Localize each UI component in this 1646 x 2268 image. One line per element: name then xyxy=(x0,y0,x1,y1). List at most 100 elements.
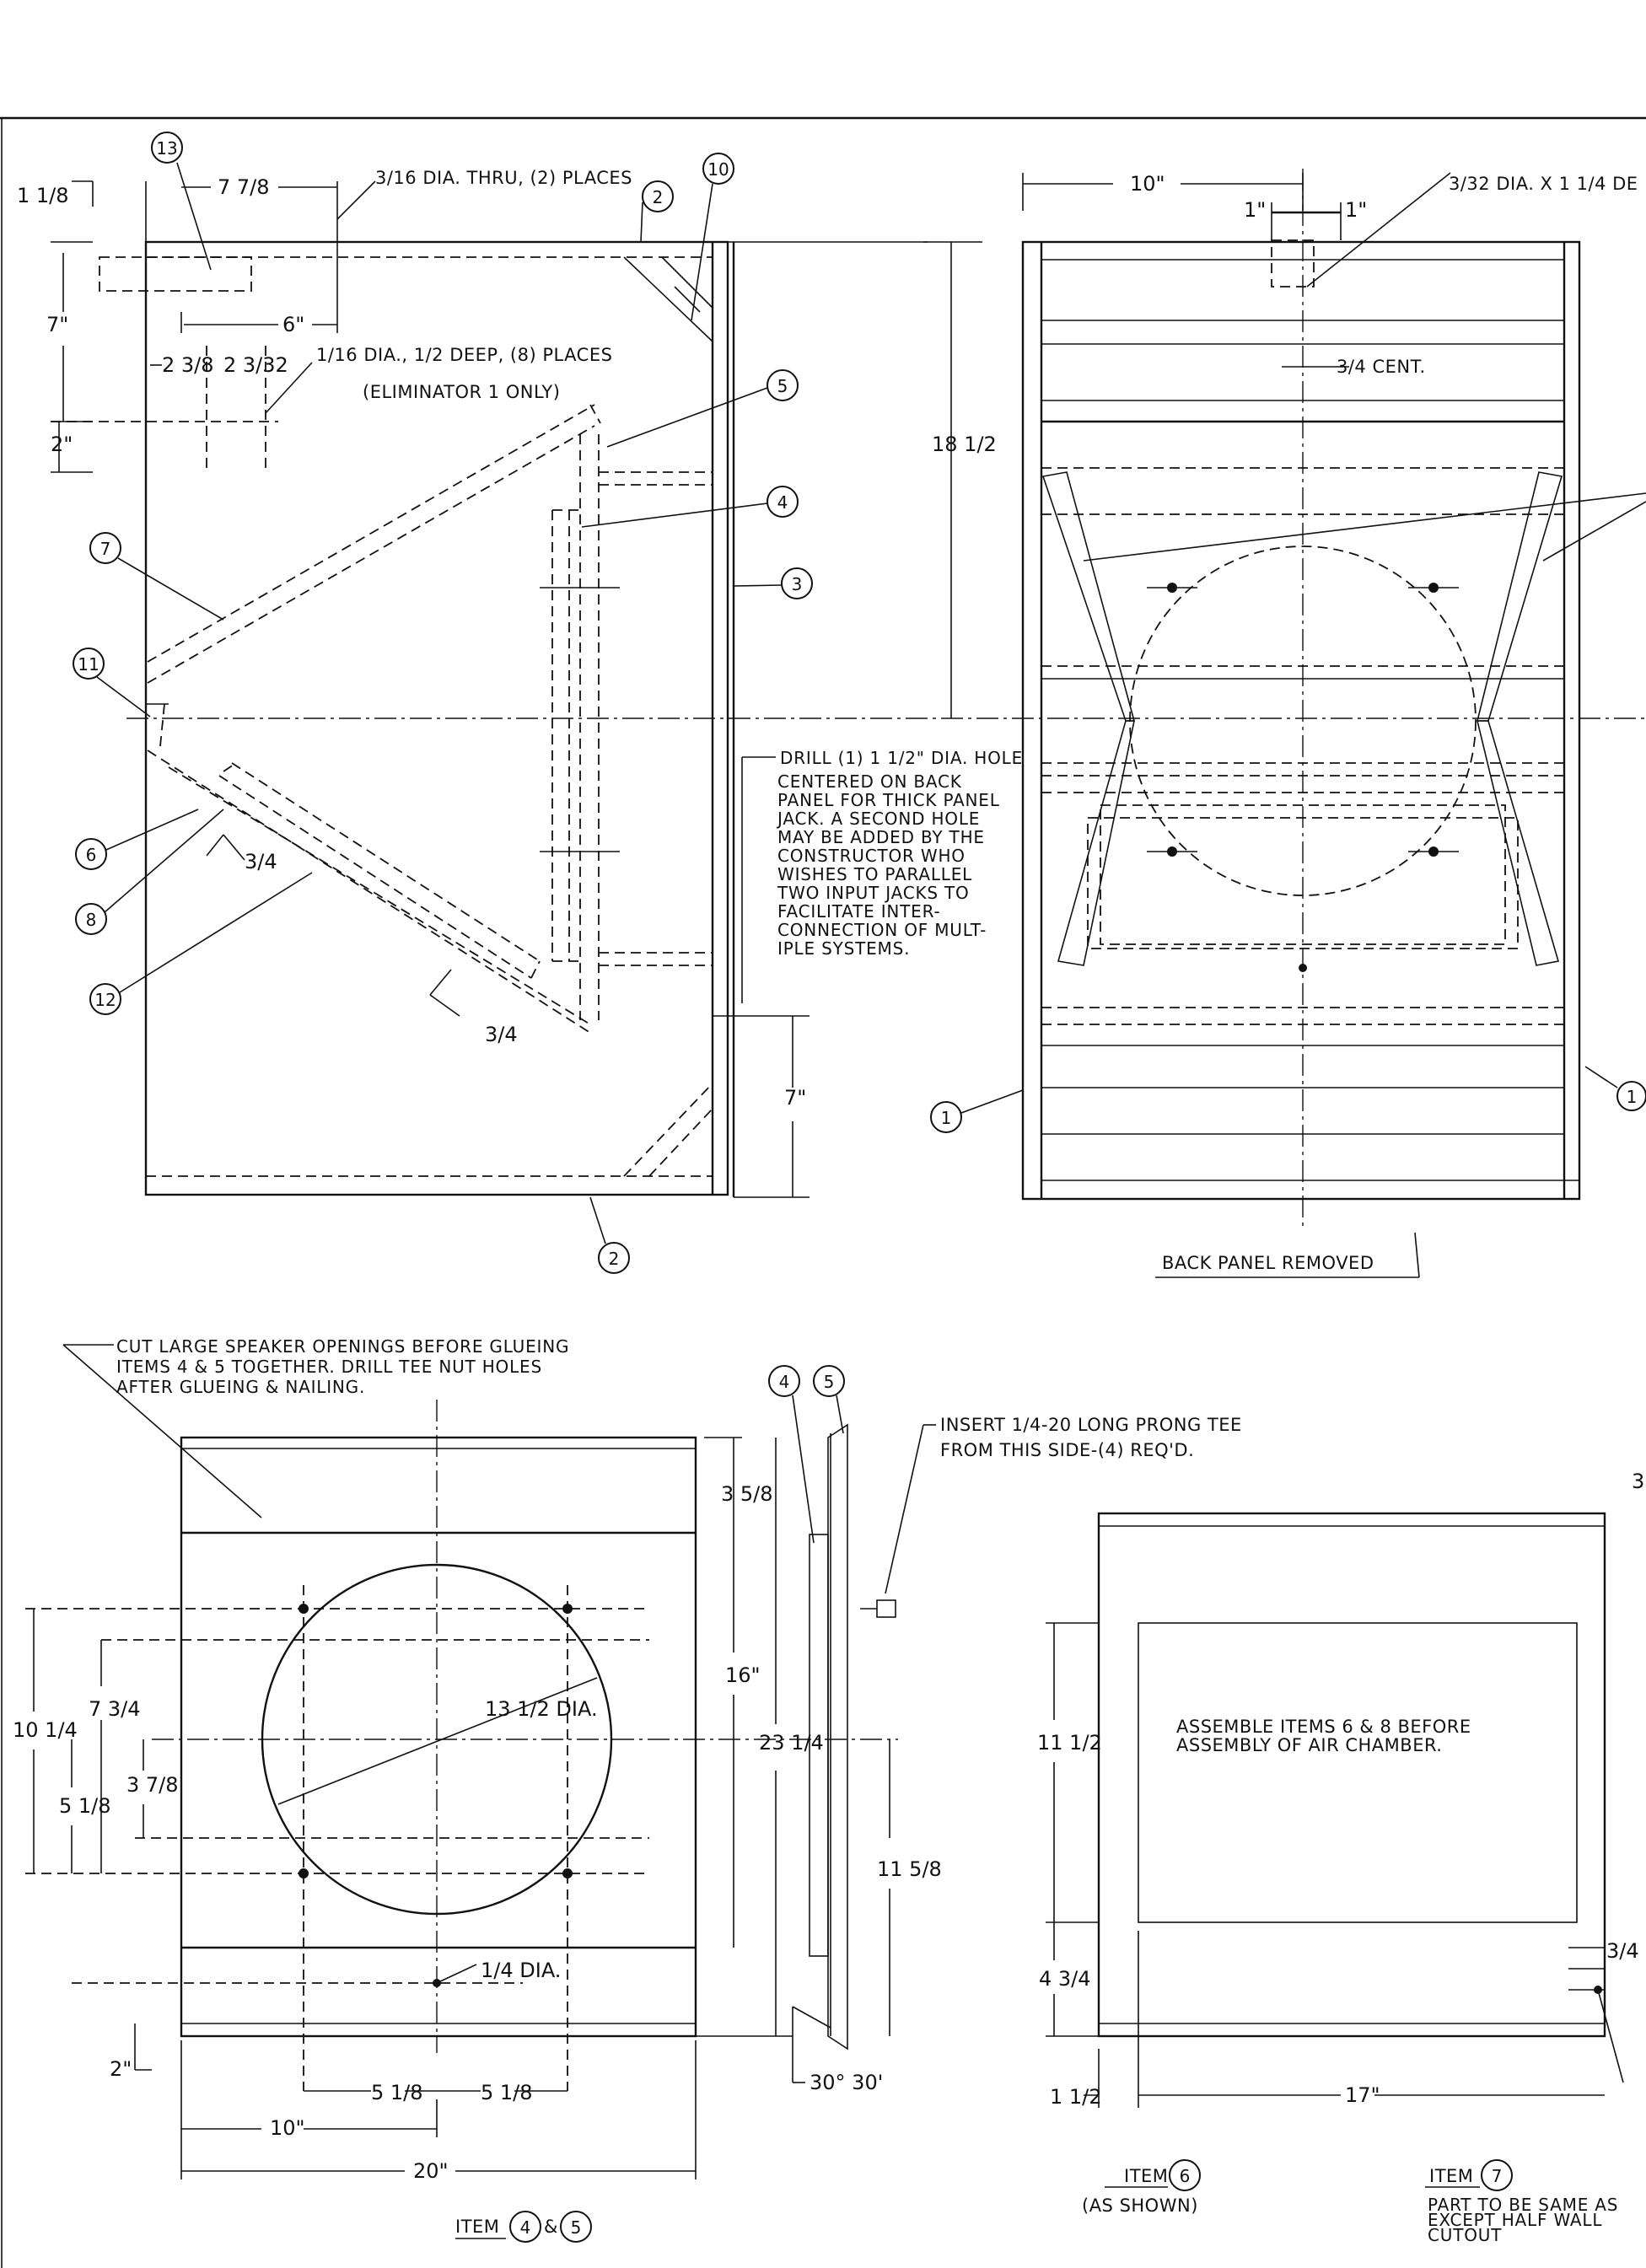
dim-6-in: 6" xyxy=(282,313,304,336)
side-section-view: 1 1/8 7 7/8 3/16 DIA. THRU, (2) PLACES 7… xyxy=(17,132,1646,1274)
svg-text:ITEM: ITEM xyxy=(1124,2166,1168,2186)
dim-5-1-8-bottom-left: 5 1/8 xyxy=(371,2081,423,2104)
svg-text:TWO INPUT JACKS TO: TWO INPUT JACKS TO xyxy=(777,883,970,903)
dim-5-1-8-bottom-right: 5 1/8 xyxy=(481,2081,533,2104)
callout-4-profile: 4 xyxy=(768,1365,800,1397)
caption-items-4-5: ITEM 4 & 5 xyxy=(455,2211,592,2243)
dim-20-in: 20" xyxy=(413,2159,449,2183)
items-4-5-note: CUT LARGE SPEAKER OPENINGS BEFORE GLUEIN… xyxy=(116,1336,569,1397)
callout-8: 8 xyxy=(75,903,107,935)
svg-text:FROM THIS SIDE-(4) REQ'D.: FROM THIS SIDE-(4) REQ'D. xyxy=(940,1440,1194,1460)
note-eliminator: (ELIMINATOR 1 ONLY) xyxy=(363,382,560,402)
svg-text:CONNECTION OF MULT-: CONNECTION OF MULT- xyxy=(777,920,987,940)
svg-text:CUTOUT: CUTOUT xyxy=(1428,2225,1502,2245)
svg-text:13: 13 xyxy=(156,138,177,159)
svg-text:7: 7 xyxy=(1492,2166,1503,2186)
note-3-16-dia: 3/16 DIA. THRU, (2) PLACES xyxy=(375,168,632,188)
svg-text:ITEM: ITEM xyxy=(1429,2166,1473,2186)
svg-text:WISHES TO PARALLEL: WISHES TO PARALLEL xyxy=(777,864,972,884)
dim-3-4-b: 3/4 xyxy=(485,1023,518,1046)
callout-2-bottom: 2 xyxy=(598,1242,630,1274)
svg-text:11: 11 xyxy=(78,654,99,674)
svg-text:8: 8 xyxy=(86,910,97,930)
dim-7-3-4: 7 3/4 xyxy=(89,1697,141,1721)
note-3-32-dia: 3/32 DIA. X 1 1/4 DE xyxy=(1449,174,1638,194)
dim-4-3-4: 4 3/4 xyxy=(1039,1967,1091,1991)
svg-text:7: 7 xyxy=(100,539,111,559)
svg-text:FACILITATE INTER-: FACILITATE INTER- xyxy=(777,901,941,922)
callout-7: 7 xyxy=(89,532,121,564)
svg-text:INSERT 1/4-20 LONG PRONG TEE: INSERT 1/4-20 LONG PRONG TEE xyxy=(940,1415,1242,1435)
svg-text:CUT LARGE SPEAKER OPENINGS BEF: CUT LARGE SPEAKER OPENINGS BEFORE GLUEIN… xyxy=(116,1336,569,1357)
dim-10-in: 10" xyxy=(1130,172,1165,196)
dim-7-in-bottom: 7" xyxy=(784,1086,806,1110)
svg-text:3: 3 xyxy=(792,574,803,594)
back-view: 10" 1" 1" 3/32 DIA. X 1 1/4 DE 3/4 CENT.… xyxy=(930,169,1646,1278)
dim-3-4-item7: 3/4 xyxy=(1606,1939,1639,1963)
dim-1-1-2: 1 1/2 xyxy=(1050,2085,1102,2109)
svg-text:5: 5 xyxy=(571,2217,582,2238)
svg-text:4: 4 xyxy=(520,2217,531,2238)
callout-4: 4 xyxy=(767,486,799,518)
callout-10: 10 xyxy=(702,153,734,185)
svg-text:CENTERED ON BACK: CENTERED ON BACK xyxy=(777,771,962,792)
dim-3: 3 xyxy=(1632,1470,1644,1493)
svg-text:JACK. A SECOND HOLE: JACK. A SECOND HOLE xyxy=(776,809,980,829)
svg-text:5: 5 xyxy=(777,376,788,396)
dim-13-1-2-dia: 13 1/2 DIA. xyxy=(485,1697,598,1721)
dim-16-in: 16" xyxy=(725,1663,761,1687)
dim-18-1-2: 18 1/2 xyxy=(932,433,997,456)
dim-17-in: 17" xyxy=(1345,2083,1380,2107)
dim-10-1-4: 10 1/4 xyxy=(13,1718,78,1742)
items-6-7-view: ASSEMBLE ITEMS 6 & 8 BEFORE ASSEMBLY OF … xyxy=(1037,1470,1644,2245)
dim-1-in-left: 1" xyxy=(1244,198,1266,222)
caption-item-6: ITEM 6 (AS SHOWN) xyxy=(1082,2159,1201,2216)
tee-nut-note: INSERT 1/4-20 LONG PRONG TEE FROM THIS S… xyxy=(940,1415,1242,1460)
callout-1-left: 1 xyxy=(930,1101,962,1133)
dim-11-1-2: 11 1/2 xyxy=(1037,1731,1102,1755)
svg-text:1: 1 xyxy=(1627,1087,1638,1107)
drill-note: DRILL (1) 1 1/2" DIA. HOLE CENTERED ON B… xyxy=(776,748,1023,959)
callout-5: 5 xyxy=(767,369,799,401)
dim-1-4-dia: 1/4 DIA. xyxy=(481,1959,561,1982)
dim-2-3-32: 2 3/32 xyxy=(223,353,288,377)
svg-text:DRILL (1) 1 1/2" DIA. HOLE: DRILL (1) 1 1/2" DIA. HOLE xyxy=(780,748,1023,768)
dim-7-7-8: 7 7/8 xyxy=(218,175,270,199)
dim-7-in: 7" xyxy=(46,313,68,336)
svg-text:PANEL FOR THICK PANEL: PANEL FOR THICK PANEL xyxy=(777,790,1000,810)
dim-3-4-a: 3/4 xyxy=(245,850,277,873)
svg-text:4: 4 xyxy=(777,492,788,513)
dim-3-7-8: 3 7/8 xyxy=(126,1773,179,1797)
svg-text:6: 6 xyxy=(1180,2166,1191,2186)
callout-2-top: 2 xyxy=(642,180,674,212)
dim-3-5-8: 3 5/8 xyxy=(721,1482,773,1506)
svg-text:ASSEMBLY OF AIR CHAMBER.: ASSEMBLY OF AIR CHAMBER. xyxy=(1176,1735,1442,1755)
svg-text:2: 2 xyxy=(609,1249,620,1269)
svg-text:EXCEPT HALF WALL: EXCEPT HALF WALL xyxy=(1428,2210,1602,2230)
svg-text:12: 12 xyxy=(94,990,116,1010)
dim-10-in-b: 10" xyxy=(270,2116,305,2140)
svg-text:10: 10 xyxy=(707,159,729,180)
svg-text:ASSEMBLE ITEMS 6 & 8 BEFORE: ASSEMBLE ITEMS 6 & 8 BEFORE xyxy=(1176,1717,1471,1737)
svg-text:ITEMS 4 & 5 TOGETHER. DRILL TE: ITEMS 4 & 5 TOGETHER. DRILL TEE NUT HOLE… xyxy=(116,1357,542,1377)
callout-6: 6 xyxy=(75,838,107,870)
svg-text:6: 6 xyxy=(86,845,97,865)
svg-text:1: 1 xyxy=(941,1108,952,1128)
dim-1-1-8: 1 1/8 xyxy=(17,184,69,207)
svg-text:5: 5 xyxy=(824,1372,835,1392)
callout-13: 13 xyxy=(151,132,183,164)
callout-5-profile: 5 xyxy=(813,1365,845,1397)
caption-back-panel-removed: BACK PANEL REMOVED xyxy=(1162,1253,1374,1273)
svg-text:PART TO BE SAME AS: PART TO BE SAME AS xyxy=(1428,2195,1618,2215)
tee-nut-marks xyxy=(1147,583,1459,972)
svg-text:2: 2 xyxy=(653,187,664,207)
dim-30-30: 30° 30' xyxy=(810,2071,883,2094)
dim-11-5-8: 11 5/8 xyxy=(877,1857,942,1881)
svg-text:&: & xyxy=(544,2217,558,2237)
dim-23-1-4: 23 1/4 xyxy=(759,1731,824,1755)
items-6-7-note: ASSEMBLE ITEMS 6 & 8 BEFORE ASSEMBLY OF … xyxy=(1176,1717,1471,1755)
svg-text:AFTER GLUEING & NAILING.: AFTER GLUEING & NAILING. xyxy=(116,1377,365,1397)
svg-text:4: 4 xyxy=(779,1372,790,1392)
svg-text:IPLE SYSTEMS.: IPLE SYSTEMS. xyxy=(777,938,910,959)
